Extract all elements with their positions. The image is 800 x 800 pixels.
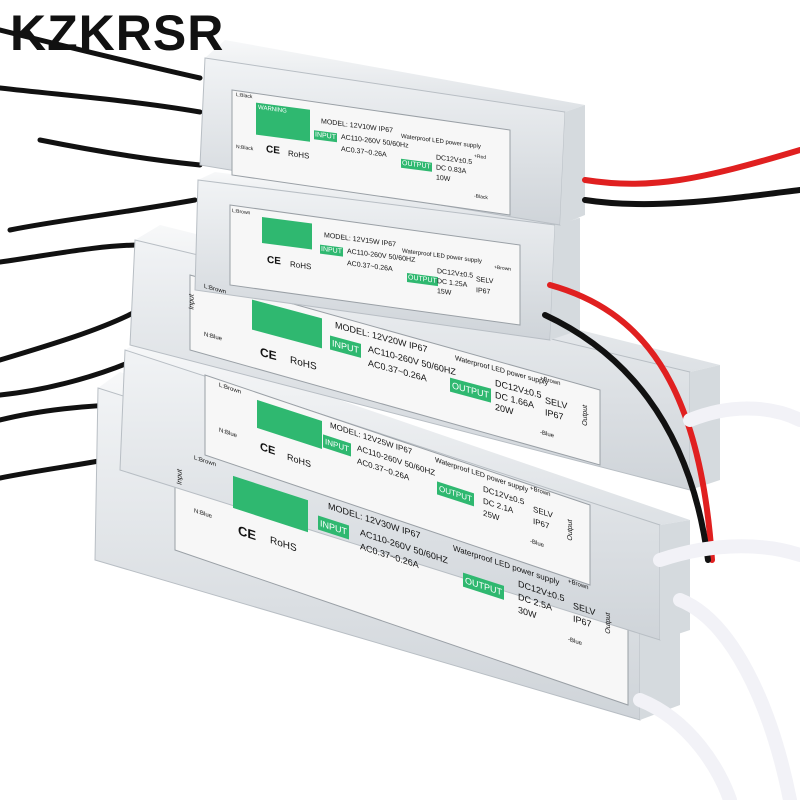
dc-current-text: DC 1.25A (437, 277, 468, 289)
warning-label: WARNING (258, 104, 287, 115)
ce-mark: CE (266, 143, 280, 157)
rohs-mark: RoHS (270, 534, 297, 555)
input-side-label: Input (176, 468, 184, 487)
output-tag: OUTPUT (450, 377, 491, 403)
selv-text: SELV (476, 276, 494, 286)
n-blue-label: N:Blue (204, 331, 223, 343)
minus-blue-label: -Blue (540, 429, 555, 440)
output-side-label: Output (582, 404, 590, 427)
l-black-label: L:Black (236, 92, 253, 101)
plus-brown-label: +Brown (494, 264, 512, 273)
watt-text: 15W (437, 287, 452, 297)
plus-brown-label: +Brown (568, 578, 589, 592)
input-tag: INPUT (318, 515, 349, 540)
ac-current-text: AC0.37~0.26A (341, 145, 387, 159)
dc-current-text: DC 0.83A (436, 164, 467, 176)
input-tag: INPUT (323, 434, 351, 457)
plus-red-label: +Red (474, 153, 487, 161)
watt-text: 25W (483, 508, 500, 523)
output-tag: OUTPUT (407, 273, 438, 287)
output-side-label: Output (605, 611, 613, 636)
input-side-label: Input (188, 293, 196, 311)
input-tag: INPUT (330, 335, 361, 358)
ce-mark: CE (260, 344, 277, 364)
ip-text: IP67 (533, 516, 550, 531)
input-wires (0, 27, 203, 481)
output-wires (542, 147, 800, 800)
minus-black-label: -Black (474, 193, 488, 202)
n-black-label: N:Black (236, 144, 254, 153)
output-tag: OUTPUT (401, 158, 432, 172)
minus-blue-label: -Blue (568, 636, 583, 648)
l-brown-label: L:Brown (232, 208, 251, 217)
green-warning-badge: WARNING (256, 102, 310, 142)
rohs-mark: RoHS (288, 148, 310, 161)
watt-text: 10W (436, 174, 451, 184)
rohs-mark: RoHS (287, 451, 312, 470)
ce-mark: CE (238, 522, 257, 544)
output-tag: OUTPUT (463, 572, 504, 600)
product-text: Waterproof LED power supply (401, 133, 481, 151)
green-warning-badge (262, 216, 312, 250)
n-blue-label: N:Blue (194, 508, 213, 521)
n-blue-label: N:Blue (219, 427, 238, 440)
input-tag: INPUT (314, 130, 337, 143)
input-tag: INPUT (320, 244, 343, 257)
rohs-mark: RoHS (290, 259, 312, 272)
minus-blue-label: -Blue (530, 538, 545, 550)
ce-mark: CE (267, 254, 281, 268)
rohs-mark: RoHS (290, 354, 317, 373)
output-tag: OUTPUT (437, 481, 474, 507)
ce-mark: CE (260, 440, 276, 458)
brand-logo: KZKRSR (10, 5, 225, 61)
power-supply-10w (199, 40, 585, 226)
output-side-label: Output (567, 518, 575, 542)
ip-text: IP67 (476, 287, 491, 297)
ac-current-text: AC0.37~0.26A (347, 260, 393, 274)
